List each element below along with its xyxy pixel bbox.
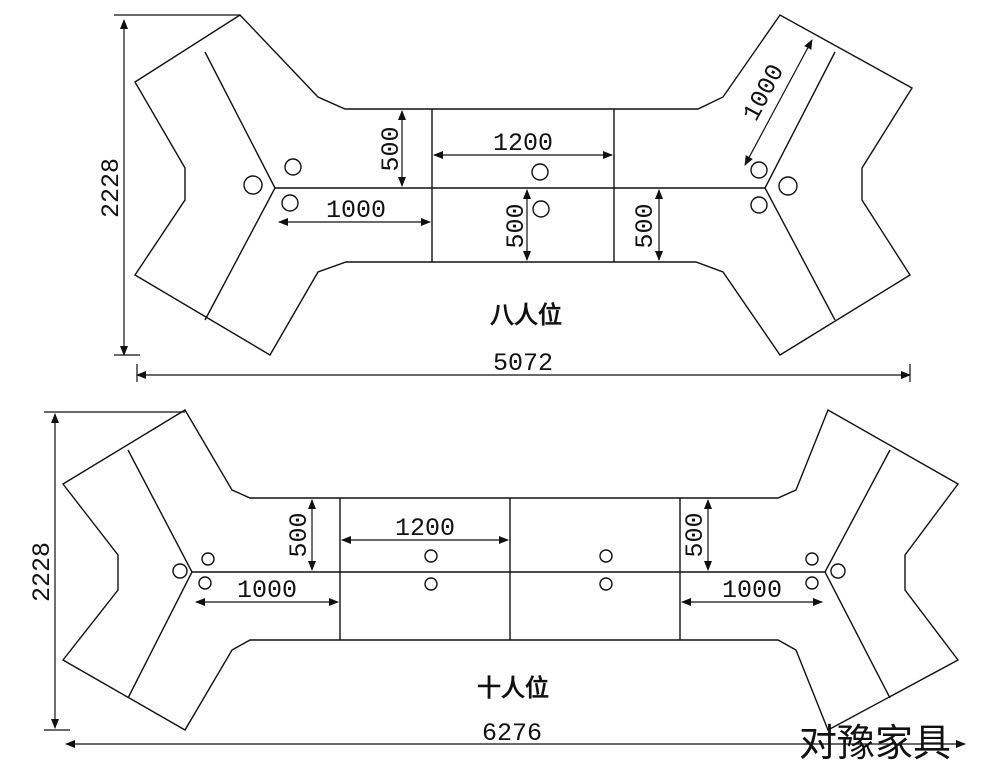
ten-seat-outline — [61, 408, 960, 731]
eight-depth-top-label: 500 — [377, 126, 406, 171]
eight-grommet — [778, 176, 798, 196]
eight-depth-bottom-left-label: 500 — [502, 203, 531, 248]
eight-desk-width-label: 1200 — [493, 129, 553, 158]
ten-grommet — [599, 577, 613, 591]
eight-left-wing-divider — [204, 51, 276, 321]
ten-depth-right-label: 500 — [681, 512, 710, 557]
ten-grommet — [424, 577, 438, 591]
eight-right-wing-dim — [744, 39, 813, 166]
eight-grommet — [531, 163, 549, 181]
ten-desk-width-label: 1200 — [395, 514, 455, 543]
ten-seat-title: 十人位 — [477, 674, 549, 702]
eight-grommet — [243, 175, 263, 195]
ten-depth-label: 2228 — [28, 542, 57, 602]
ten-seat-layout: 2228 6276 1200 500 500 1000 1000 十人位 — [28, 408, 966, 748]
ten-length-label: 6276 — [482, 719, 542, 748]
eight-grommet — [281, 194, 299, 212]
brand-watermark: 对豫家具 — [799, 721, 951, 765]
eight-seat-layout: 2228 5072 1200 500 1000 500 500 1000 八人位 — [97, 14, 913, 382]
ten-grommet — [599, 549, 613, 563]
eight-grommet — [750, 196, 768, 214]
ten-wing-right-label: 1000 — [722, 576, 782, 605]
eight-depth-bottom-right-label: 500 — [631, 203, 660, 248]
ten-wing-left-label: 1000 — [237, 576, 297, 605]
eight-length-label: 5072 — [493, 349, 553, 378]
eight-depth-label: 2228 — [97, 158, 126, 218]
ten-grommet — [198, 576, 212, 590]
eight-grommet — [284, 158, 302, 176]
ten-grommet — [805, 552, 819, 566]
eight-wing-label: 1000 — [326, 196, 386, 225]
eight-grommet — [532, 200, 550, 218]
eight-grommet — [750, 161, 768, 179]
ten-grommet — [172, 563, 188, 579]
ten-depth-left-label: 500 — [285, 512, 314, 557]
ten-grommet — [805, 576, 819, 590]
ten-grommet — [424, 549, 438, 563]
eight-seat-outline — [134, 14, 913, 356]
ten-grommet — [830, 563, 846, 579]
eight-seat-title: 八人位 — [490, 301, 562, 329]
ten-grommet — [201, 552, 215, 566]
